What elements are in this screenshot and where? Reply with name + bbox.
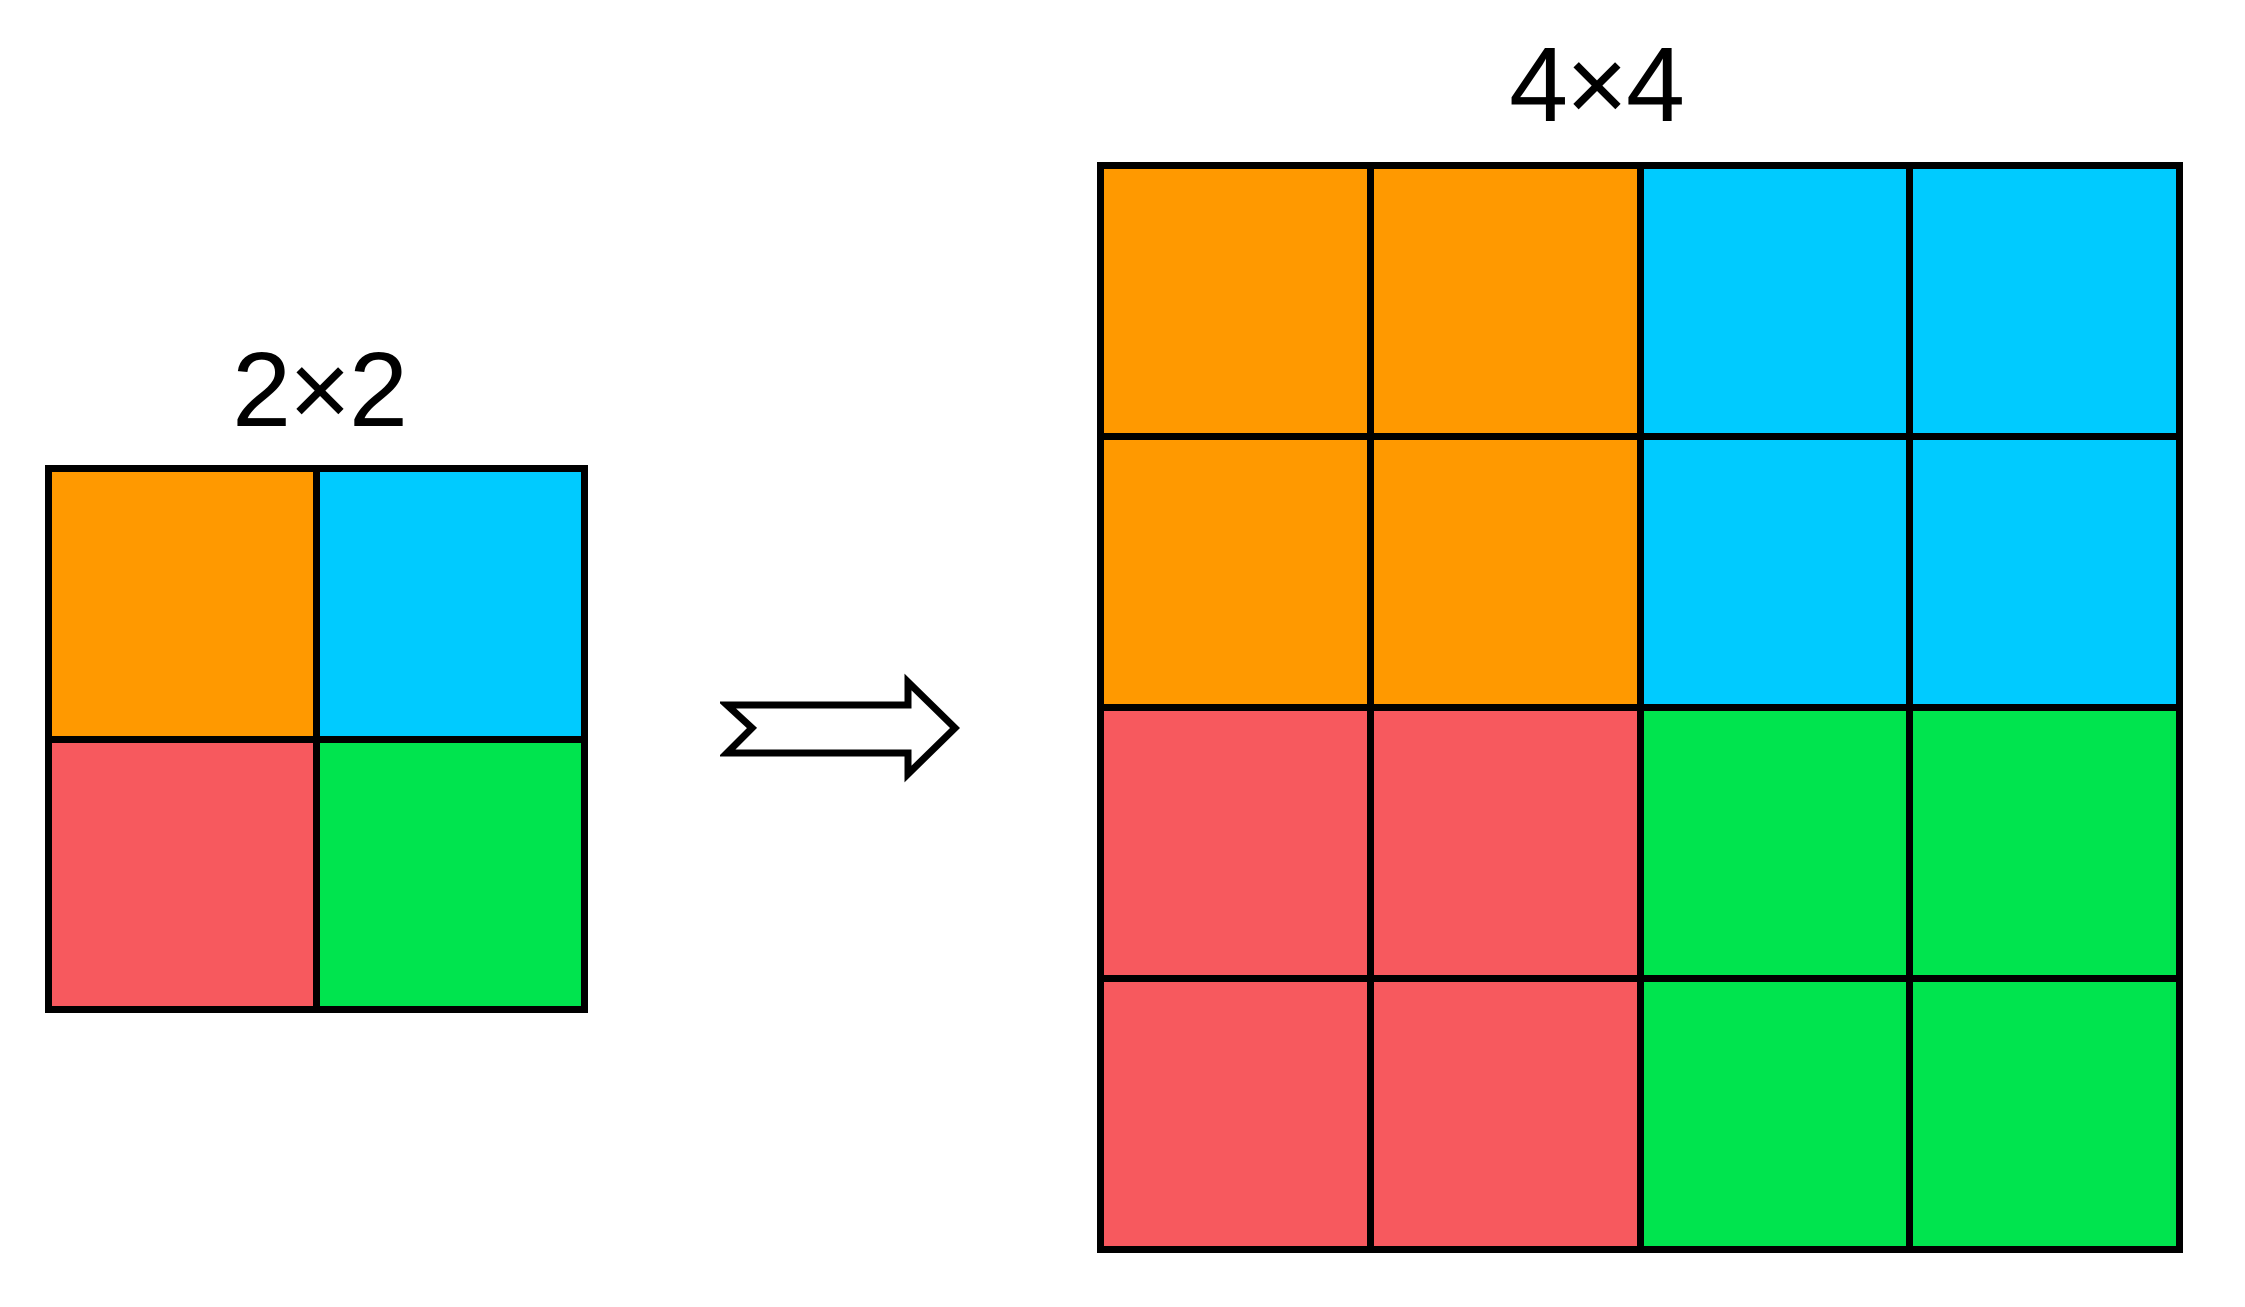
large-grid-cell-r3c0 — [1104, 982, 1367, 1246]
large-grid-cell-r0c0 — [1104, 169, 1367, 433]
large-grid-cell-r1c0 — [1104, 440, 1367, 704]
large-grid — [1097, 162, 2183, 1253]
large-grid-cell-r0c2 — [1643, 169, 1907, 433]
large-grid-cell-r3c2 — [1643, 982, 1907, 1246]
small-grid-cell-r1c1 — [320, 742, 581, 1006]
small-grid — [45, 465, 588, 1013]
large-grid-cell-r2c0 — [1104, 711, 1367, 975]
large-grid-cell-r0c1 — [1373, 169, 1637, 433]
large-grid-cell-r1c2 — [1643, 440, 1907, 704]
small-grid-label: 2×2 — [232, 331, 408, 449]
large-grid-cell-r2c2 — [1643, 711, 1907, 975]
large-grid-cell-r0c3 — [1913, 169, 2176, 433]
large-grid-cell-r3c3 — [1913, 982, 2176, 1246]
large-grid-cell-r3c1 — [1373, 982, 1637, 1246]
large-grid-cell-r2c1 — [1373, 711, 1637, 975]
small-grid-cell-r0c0 — [52, 472, 313, 736]
large-grid-cell-r2c3 — [1913, 711, 2176, 975]
right-arrow-icon — [720, 673, 961, 783]
large-grid-cell-r1c3 — [1913, 440, 2176, 704]
small-grid-cell-r0c1 — [320, 472, 581, 736]
large-grid-cell-r1c1 — [1373, 440, 1637, 704]
large-grid-label: 4×4 — [1509, 26, 1685, 144]
small-grid-cell-r1c0 — [52, 742, 313, 1006]
